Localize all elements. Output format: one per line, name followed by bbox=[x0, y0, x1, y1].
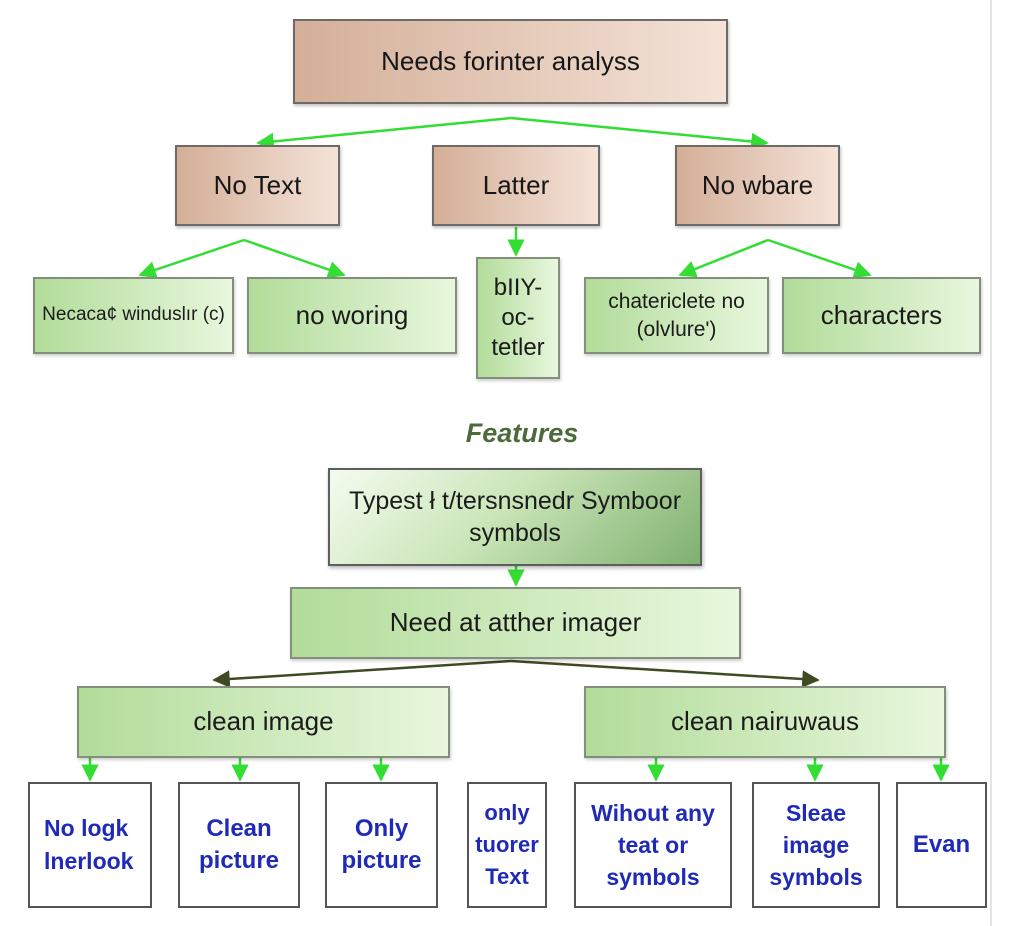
node-no-text: No Text bbox=[175, 145, 340, 226]
bottom-leaf-2: Clean picture bbox=[178, 782, 300, 908]
section-title-features: Features bbox=[465, 418, 579, 448]
features-root-node: Typest ł t/tersnsnedr Symboor symbols bbox=[328, 468, 702, 566]
arrow-root-to-no-text bbox=[256, 116, 512, 151]
bottom-leaf-6-line-2: image bbox=[782, 831, 850, 858]
top-leaf-3-line-3: tetler bbox=[491, 334, 545, 361]
bottom-leaf-6: Sleae image symbols bbox=[752, 782, 880, 908]
features-root-line-2: Symboor symbols bbox=[469, 486, 682, 548]
right-edge-line bbox=[990, 0, 992, 926]
bottom-leaf-2-line-2: picture bbox=[198, 847, 279, 874]
top-leaf-4-line-1: chatericlete bbox=[608, 290, 716, 314]
node-no-wbare: No wbare bbox=[675, 145, 840, 226]
bottom-leaf-5: Wihout any teat or symbols bbox=[574, 782, 732, 908]
node-no-text-label: No Text bbox=[213, 169, 302, 200]
bottom-leaf-5-line-3: or symbols bbox=[606, 831, 700, 891]
bottom-leaf-3-line-1: Only bbox=[354, 814, 409, 842]
arrow-root-to-latter bbox=[510, 116, 769, 151]
node-need-imager: Need at atther imager bbox=[290, 587, 741, 659]
top-leaf-2: no woring bbox=[247, 277, 457, 354]
bottom-leaf-4-line-2: tuorer bbox=[475, 832, 539, 858]
arrow-no-wbare-to-leaf4 bbox=[678, 238, 769, 278]
top-leaf-5: characters bbox=[782, 277, 981, 354]
bottom-leaf-6-line-3: symbols bbox=[769, 864, 863, 891]
top-leaf-3: bIIY- oc- tetler bbox=[476, 257, 560, 379]
root-node-line-1: Needs forinter bbox=[381, 45, 545, 76]
top-leaf-1-line-2: (c) bbox=[202, 304, 225, 326]
branch-clean-nairuwaus-label: clean nairuwaus bbox=[671, 706, 859, 737]
bottom-leaf-5-line-2: any teat bbox=[617, 799, 715, 858]
top-leaf-3-line-2: oc- bbox=[501, 304, 535, 331]
bottom-leaf-1-line-2: logk bbox=[81, 814, 129, 841]
top-leaf-3-line-1: bIIY- bbox=[493, 274, 543, 301]
arrow-need-to-clean-nair bbox=[510, 659, 820, 688]
node-latter-label: Latter bbox=[482, 169, 550, 200]
bottom-leaf-5-line-1: Wihout bbox=[591, 799, 669, 826]
top-leaf-2-label: no woring bbox=[295, 299, 409, 330]
root-node-line-2: analyss bbox=[551, 45, 640, 76]
top-leaf-1-line-1: Necaca¢ winduslır bbox=[42, 304, 198, 326]
branch-clean-image: clean image bbox=[77, 686, 450, 758]
bottom-leaf-1-line-1: No bbox=[44, 814, 75, 841]
root-node: Needs forinter analyss bbox=[293, 19, 728, 104]
bottom-leaf-2-line-1: Clean bbox=[206, 814, 272, 842]
top-leaf-5-label: characters bbox=[820, 299, 943, 330]
top-leaf-4: chatericlete no (olvlure') bbox=[584, 277, 769, 354]
bottom-leaf-1: No logk lnerlook bbox=[28, 782, 152, 908]
arrow-need-to-clean-image bbox=[212, 659, 512, 688]
arrow-no-text-to-leaf2 bbox=[243, 238, 346, 279]
bottom-leaf-4-line-1: only bbox=[484, 800, 530, 826]
bottom-leaf-7: Evan bbox=[896, 782, 987, 908]
bottom-leaf-3-line-2: picture bbox=[341, 847, 422, 874]
top-leaf-4-line-2: no (olvlure') bbox=[636, 290, 745, 341]
bottom-leaf-4-line-3: Text bbox=[485, 863, 529, 889]
bottom-leaf-4: only tuorer Text bbox=[467, 782, 547, 908]
bottom-leaf-6-line-1: Sleae bbox=[785, 799, 847, 826]
node-no-wbare-label: No wbare bbox=[701, 169, 814, 200]
branch-clean-image-label: clean image bbox=[193, 706, 334, 737]
arrow-no-text-to-leaf1 bbox=[138, 238, 245, 279]
node-need-imager-label: Need at atther imager bbox=[389, 607, 642, 638]
features-root-line-1: Typest ł t/tersnsnedr bbox=[348, 486, 575, 515]
top-leaf-1: Necaca¢ winduslır (c) bbox=[33, 277, 234, 354]
bottom-leaf-3: Only picture bbox=[325, 782, 438, 908]
arrow-no-wbare-to-leaf5 bbox=[767, 238, 872, 279]
branch-clean-nairuwaus: clean nairuwaus bbox=[584, 686, 946, 758]
node-latter: Latter bbox=[432, 145, 600, 226]
bottom-leaf-1-line-3: lnerlook bbox=[44, 848, 134, 874]
bottom-leaf-7-label: Evan bbox=[912, 831, 971, 859]
